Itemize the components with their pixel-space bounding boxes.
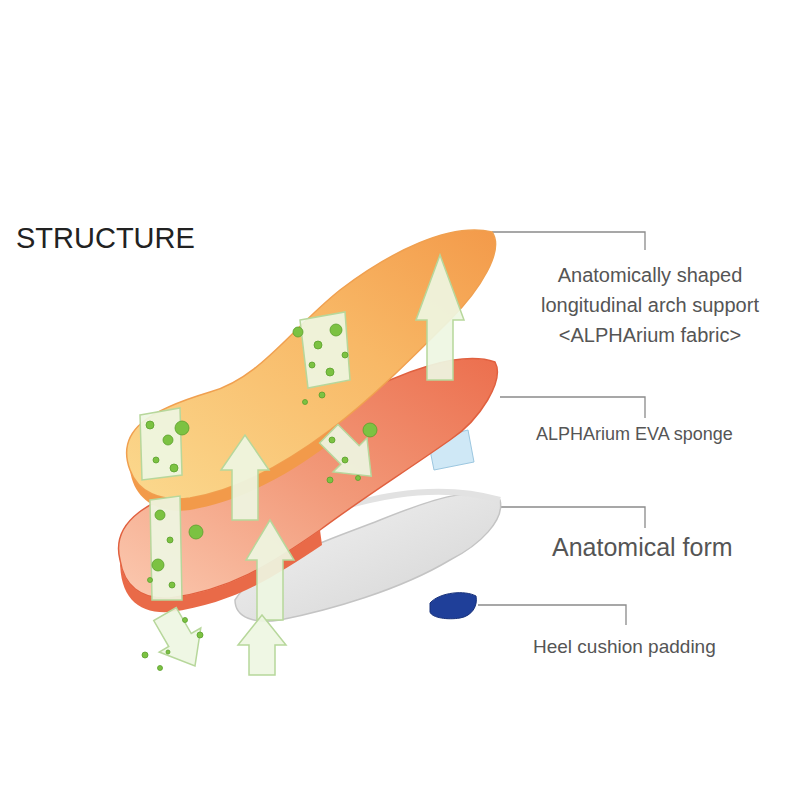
airflow-band [140, 408, 182, 480]
airflow-band [150, 496, 182, 600]
arch-support-layer [127, 230, 496, 499]
airflow-arrow [246, 520, 294, 620]
airflow-band [300, 312, 350, 388]
part-label: ALPHArium EVA sponge [536, 424, 733, 445]
leader-line [500, 397, 645, 418]
part-label: Anatomically shaped longitudinal arch su… [515, 260, 785, 350]
leader-line [492, 232, 645, 250]
leader-line [500, 507, 645, 528]
part-label: Anatomical form [552, 533, 733, 562]
airflow-arrow [416, 255, 464, 380]
airflow-arrows [140, 255, 464, 678]
airflow-arrow [312, 417, 388, 493]
airflow-arrow [221, 435, 269, 520]
airflow-arrow [238, 615, 286, 675]
heel-cushion-pad [430, 593, 476, 619]
part-label: Heel cushion padding [533, 636, 716, 658]
bubbles [142, 324, 377, 671]
leader-line [478, 605, 626, 625]
diagram-title: STRUCTURE [16, 222, 195, 255]
airflow-arrow [144, 602, 216, 678]
